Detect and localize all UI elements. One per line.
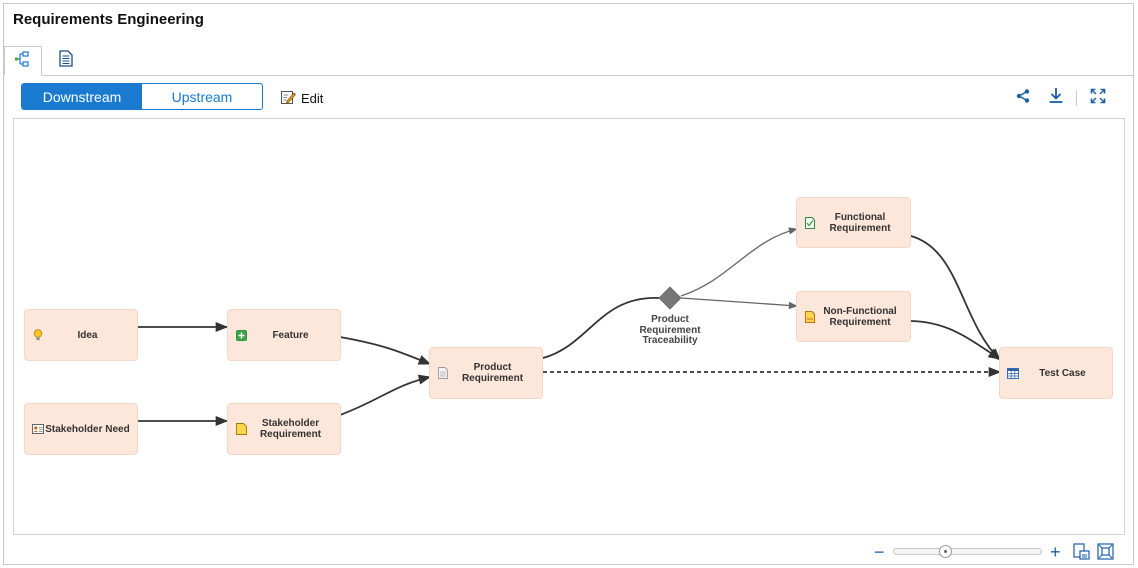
direction-toggle: Downstream Upstream — [21, 83, 263, 110]
node-label: Product Requirement — [461, 362, 524, 384]
edge-decision-nonfunctional — [680, 297, 798, 310]
node-label: Non-Functional Requirement — [823, 305, 897, 328]
node-product-requirement[interactable]: Product Requirement — [430, 348, 542, 398]
edge-stakeholder-product — [339, 374, 432, 416]
zoom-slider[interactable] — [893, 545, 1042, 558]
share-icon — [1015, 88, 1031, 109]
yellow-note-icon — [235, 423, 247, 435]
node-stakeholder-need[interactable]: Stakeholder Need — [25, 404, 137, 454]
edge-functional-testcase — [910, 235, 1001, 361]
green-document-icon — [804, 216, 816, 229]
fit-to-screen-icon[interactable] — [1097, 543, 1114, 565]
node-stakeholder-requirement[interactable]: Stakeholder Requirement — [228, 404, 340, 454]
feature-plus-icon — [235, 329, 247, 341]
hierarchy-icon — [14, 50, 32, 73]
downstream-button[interactable]: Downstream — [22, 84, 142, 109]
edit-label: Edit — [301, 90, 324, 106]
zoom-in-icon[interactable]: + — [1050, 542, 1061, 562]
node-functional-requirement[interactable]: Functional Requirement — [797, 198, 910, 247]
lightbulb-icon — [32, 329, 44, 341]
node-label: Feature — [272, 329, 309, 341]
contact-card-icon — [32, 423, 44, 435]
upstream-button[interactable]: Upstream — [171, 88, 233, 105]
fullscreen-icon — [1090, 88, 1106, 109]
tab-traceability-diagram[interactable] — [4, 46, 42, 76]
node-label: Test Case — [1039, 367, 1086, 379]
node-nonfunctional-requirement[interactable]: Non-Functional Requirement — [797, 292, 910, 341]
edge-feature-product — [339, 336, 432, 365]
node-feature[interactable]: Feature — [228, 310, 340, 360]
edge-nonfunctional-testcase — [910, 320, 1002, 360]
download-icon — [1048, 87, 1064, 109]
zoom-slider-handle[interactable] — [939, 545, 952, 558]
actual-size-icon[interactable] — [1073, 543, 1090, 565]
node-test-case[interactable]: Test Case — [1000, 348, 1112, 398]
zoom-controls: − + — [872, 543, 1122, 561]
download-button[interactable] — [1046, 88, 1066, 108]
tab-document[interactable] — [47, 46, 85, 76]
table-icon — [1007, 367, 1019, 379]
edge-decision-functional — [680, 227, 798, 297]
node-label: Stakeholder Need — [45, 423, 130, 435]
node-label: Idea — [77, 329, 98, 341]
fullscreen-button[interactable] — [1088, 88, 1108, 108]
share-button[interactable] — [1013, 88, 1033, 108]
orange-document-icon — [804, 310, 816, 323]
node-label: Stakeholder Requirement — [259, 418, 322, 440]
edit-button[interactable]: Edit — [280, 88, 323, 108]
page-title: Requirements Engineering — [13, 11, 204, 28]
zoom-out-icon[interactable]: − — [874, 542, 885, 562]
decision-label: Product Requirement Traceability — [639, 314, 701, 346]
edge-product-decision — [542, 297, 661, 359]
tab-strip-divider — [3, 75, 1134, 76]
node-label: Functional Requirement — [829, 211, 891, 234]
gray-document-icon — [437, 367, 449, 379]
toolbar-separator — [1076, 90, 1077, 106]
diamond-icon — [658, 286, 682, 310]
edit-pencil-icon — [280, 89, 297, 108]
document-icon — [59, 50, 73, 72]
node-idea[interactable]: Idea — [25, 310, 137, 360]
